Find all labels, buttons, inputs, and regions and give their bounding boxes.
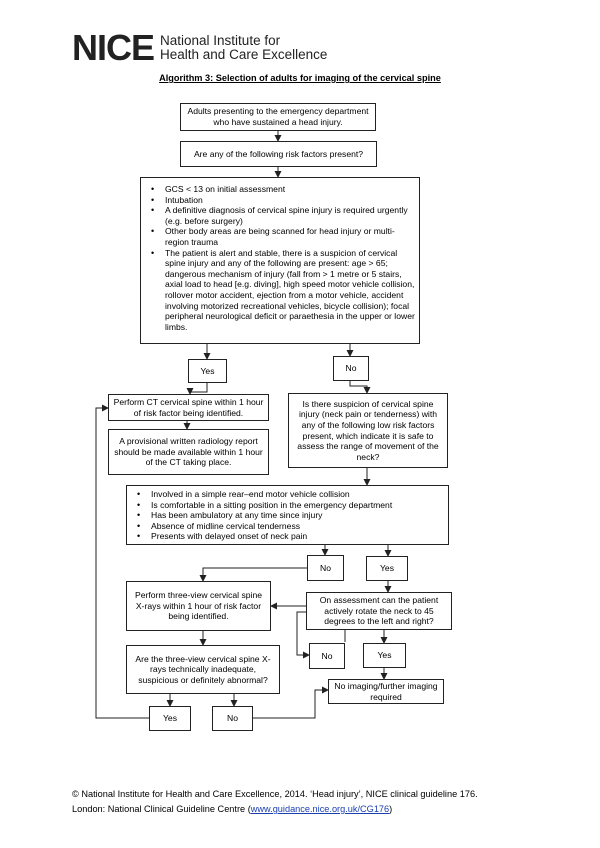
no-node-3: No [309,643,345,669]
xray-node: Perform three-view cervical spine X-rays… [126,581,271,631]
no-node-2: No [307,555,344,581]
suspicion-text: Is there suspicion of cervical spine inj… [297,398,439,462]
risk-question-node: Are any of the following risk factors pr… [180,141,377,167]
yes-label: Yes [377,650,392,661]
low-risk-item: Has been ambulatory at any time since in… [137,510,444,521]
footer-source-prefix: London: National Clinical Guideline Cent… [72,804,251,814]
arrow-no4-to-noimaging [253,686,329,719]
yes-node-1: Yes [188,359,227,383]
risk-factor-item: Other body areas are being scanned for h… [151,226,415,247]
arrow-no2-to-xray [199,567,307,582]
no-label: No [345,363,357,374]
xray-question-node: Are the three-view cervical spine X-rays… [126,645,280,694]
low-risk-item: Involved in a simple rear–end motor vehi… [137,489,444,500]
start-node: Adults presenting to the emergency depar… [180,103,376,131]
arrow-rotate-to-no3 [296,611,310,659]
no-node-4: No [212,706,253,731]
xray-question-text: Are the three-view cervical spine X-rays… [135,653,271,685]
yes-node-4: Yes [149,706,191,731]
algorithm-title: Algorithm 3: Selection of adults for ima… [159,73,441,83]
low-risk-list: Involved in a simple rear–end motor vehi… [127,489,448,542]
footer: © National Institute for Health and Care… [72,787,478,817]
yes-label: Yes [200,365,215,376]
logo-text: National Institute for Health and Care E… [160,34,327,62]
report-node: A provisional written radiology report s… [108,429,269,475]
risk-question-text: Are any of the following risk factors pr… [193,148,364,159]
no-label: No [321,650,333,661]
no-node-1: No [333,356,369,381]
guidance-link[interactable]: www.guidance.nice.org.uk/CG176 [250,804,390,814]
suspicion-question-node: Is there suspicion of cervical spine inj… [288,393,448,468]
no-label: No [227,713,238,724]
no-imaging-node: No imaging/further imaging required [328,679,444,704]
risk-factor-item: A definitive diagnosis of cervical spine… [151,205,415,226]
ct-node: Perform CT cervical spine within 1 hour … [108,394,269,421]
report-text: A provisional written radiology report s… [114,436,263,468]
no-label: No [320,562,331,573]
yes-node-3: Yes [363,643,406,668]
ct-text: Perform CT cervical spine within 1 hour … [113,396,264,418]
no-imaging-text: No imaging/further imaging required [334,680,438,702]
low-risk-item: Presents with delayed onset of neck pain [137,531,444,542]
logo-line-1: National Institute for [160,33,281,48]
start-node-text: Adults presenting to the emergency depar… [187,106,369,127]
rotate-question-node: On assessment can the patient actively r… [306,592,452,630]
xray-text: Perform three-view cervical spine X-rays… [134,590,263,622]
yes-label: Yes [379,563,395,574]
risk-factor-item: GCS < 13 on initial assessment [151,184,415,195]
yes-node-2: Yes [366,556,408,581]
risk-factors-node: GCS < 13 on initial assessment Intubatio… [140,177,420,344]
footer-source: London: National Clinical Guideline Cent… [72,802,478,817]
arrow-no1-to-suspicion [349,381,371,394]
logo-mark: NICE [72,27,155,68]
logo-line-2: Health and Care Excellence [160,47,328,62]
yes-label: Yes [162,713,178,724]
low-risk-item: Is comfortable in a sitting position in … [137,500,444,511]
risk-factors-list: GCS < 13 on initial assessment Intubatio… [141,184,419,332]
nice-logo: NICE National Institute for Health and C… [72,30,327,66]
risk-factor-item: The patient is alert and stable, there i… [151,248,415,333]
rotate-text: On assessment can the patient actively r… [319,595,439,627]
low-risk-item: Absence of midline cervical tenderness [137,521,444,532]
footer-source-suffix: ) [389,804,393,814]
arrow-yes1-to-ct [186,383,208,395]
risk-factor-item: Intubation [151,195,415,206]
low-risk-node: Involved in a simple rear–end motor vehi… [126,485,449,545]
footer-copyright: © National Institute for Health and Care… [72,789,478,799]
arrow-yes4-loop-to-ct [95,404,149,719]
